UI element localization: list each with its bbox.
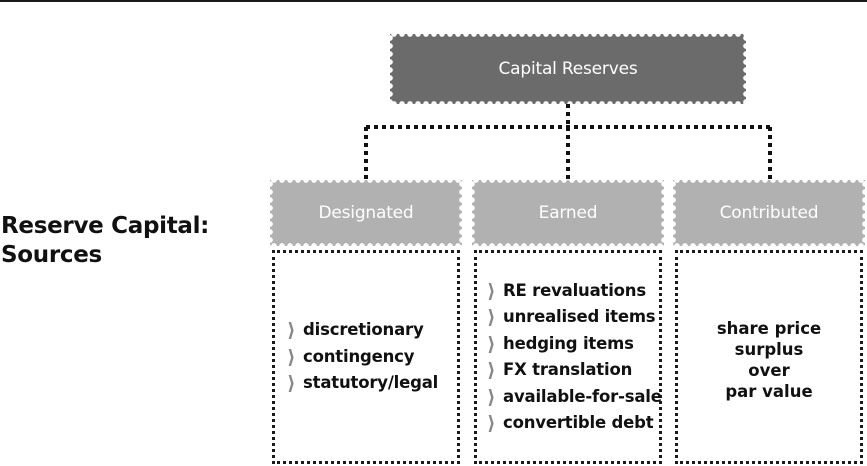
category-node-contributed: Contributed (673, 180, 865, 246)
list-item: ❱FX translation (484, 357, 659, 384)
designated-list: ❱discretionary ❱contingency ❱statutory/l… (275, 317, 457, 397)
chevron-right-icon: ❱ (486, 386, 496, 407)
category-label-contributed: Contributed (719, 203, 819, 223)
list-item: ❱unrealised items (484, 304, 659, 331)
chevron-right-icon: ❱ (486, 280, 496, 301)
root-node-label: Capital Reserves (498, 59, 638, 79)
chevron-right-icon: ❱ (286, 373, 296, 394)
list-item: ❱discretionary (284, 317, 457, 344)
title-line-1: Reserve Capital: (1, 213, 210, 239)
earned-panel: ❱RE revaluations ❱unrealised items ❱hedg… (474, 250, 662, 464)
chevron-right-icon: ❱ (486, 360, 496, 380)
designated-panel: ❱discretionary ❱contingency ❱statutory/l… (272, 250, 460, 464)
list-item: ❱hedging items (484, 331, 659, 358)
category-label-earned: Earned (538, 203, 598, 223)
contributed-panel: share price surplus over par value (675, 250, 863, 464)
list-item: ❱RE revaluations (484, 278, 659, 305)
title-line-2: Sources (1, 242, 102, 268)
chevron-right-icon: ❱ (286, 320, 296, 341)
category-node-earned: Earned (472, 180, 664, 246)
top-rule (0, 0, 867, 2)
contributed-note: share price surplus over par value (716, 319, 822, 401)
chevron-right-icon: ❱ (286, 346, 296, 367)
chevron-right-icon: ❱ (486, 307, 496, 327)
list-item: ❱contingency (284, 344, 457, 371)
root-node-capital-reserves: Capital Reserves (390, 34, 746, 104)
category-label-designated: Designated (318, 203, 414, 223)
category-node-designated: Designated (270, 180, 462, 246)
list-item: ❱statutory/legal (284, 370, 457, 397)
list-item: ❱available-for-sale (484, 384, 662, 411)
diagram-title: Reserve Capital: Sources (1, 212, 209, 270)
chevron-right-icon: ❱ (486, 333, 496, 354)
chevron-right-icon: ❱ (486, 413, 496, 433)
earned-list: ❱RE revaluations ❱unrealised items ❱hedg… (477, 278, 662, 437)
list-item: ❱convertible debt (484, 410, 659, 437)
